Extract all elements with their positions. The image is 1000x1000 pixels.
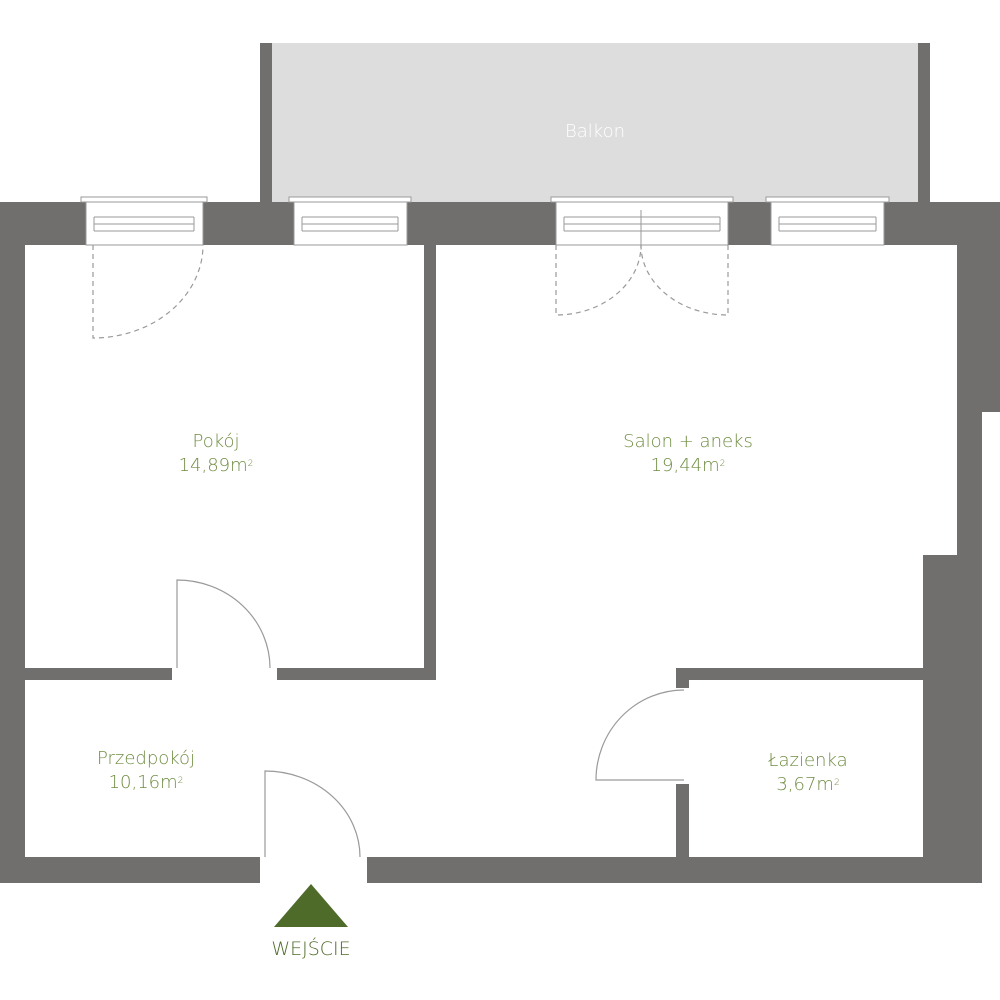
area-unit: 2 xyxy=(247,459,254,469)
room-name: Łazienka xyxy=(768,750,848,771)
room-name: Salon + aneks xyxy=(623,431,753,452)
room-area: 3,67m xyxy=(776,774,834,795)
entrance-arrow-icon xyxy=(274,884,348,927)
area-unit: 2 xyxy=(177,776,184,786)
room-label-przedpokoj: Przedpokój 10,16m2 xyxy=(97,747,195,795)
balcony-area xyxy=(272,43,918,202)
door-swings xyxy=(92,244,729,858)
room-label-lazienka: Łazienka 3,67m2 xyxy=(768,749,847,797)
room-label-pokoj: Pokój 14,89m2 xyxy=(179,430,254,478)
room-area: 10,16m xyxy=(108,772,178,793)
room-label-salon: Salon + aneks 19,44m2 xyxy=(623,430,753,478)
room-area: 14,89m xyxy=(178,455,248,476)
windows xyxy=(80,196,890,246)
room-name: Przedpokój xyxy=(96,748,196,769)
walls xyxy=(0,43,1000,883)
area-unit: 2 xyxy=(833,778,840,788)
entrance-label: WEJŚCIE xyxy=(271,938,351,960)
room-area: 19,44m xyxy=(650,455,720,476)
balcony-label: Balkon xyxy=(564,121,626,142)
area-unit: 2 xyxy=(719,459,726,469)
room-name: Pokój xyxy=(192,431,240,452)
